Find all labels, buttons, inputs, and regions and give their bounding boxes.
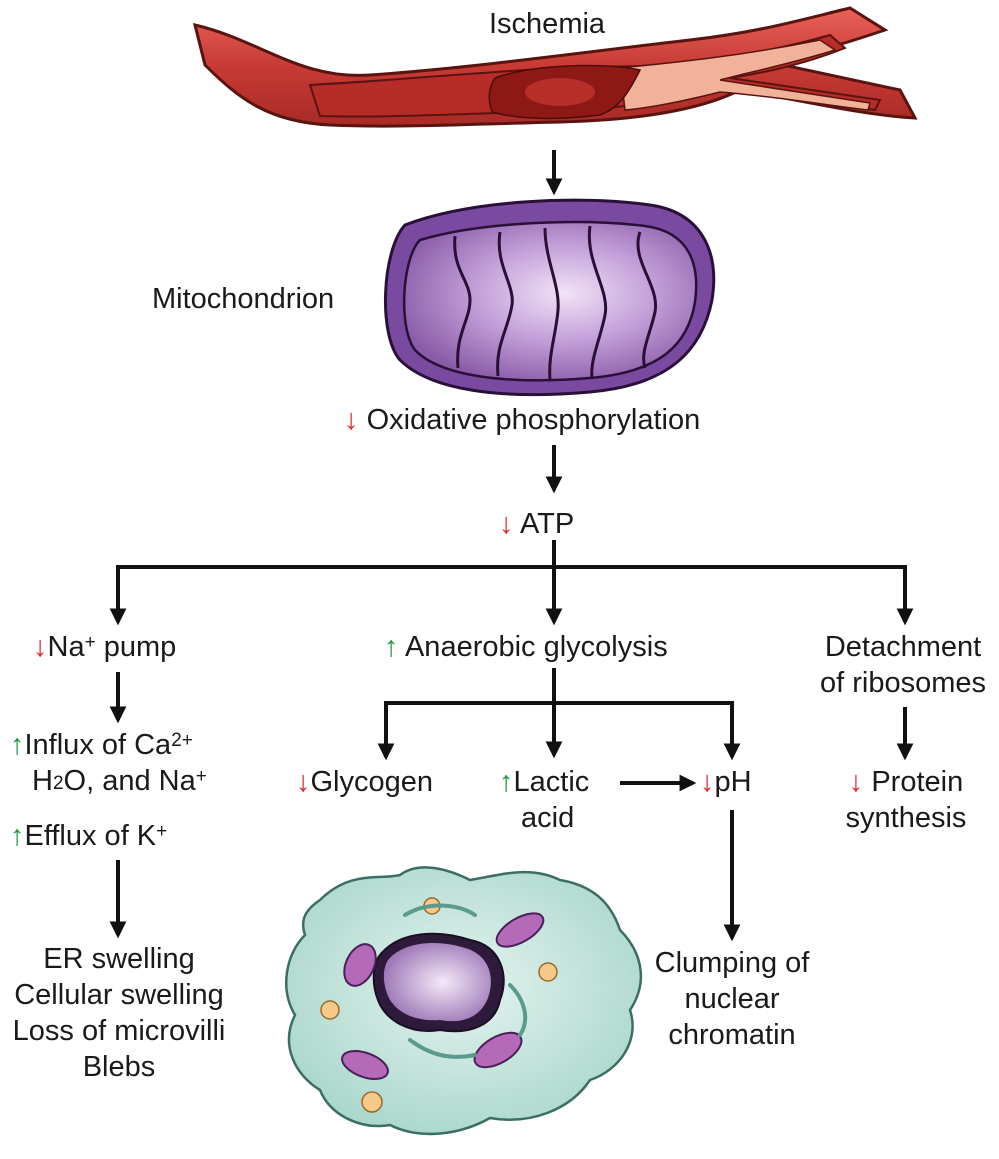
pump-text: pump bbox=[95, 631, 177, 663]
er-effect-item: ER swelling bbox=[43, 943, 195, 975]
flow-connectors bbox=[109, 150, 914, 942]
h2o-h: H bbox=[32, 765, 53, 797]
acid-text: acid bbox=[521, 802, 575, 834]
na-charge: + bbox=[84, 632, 96, 653]
mitochondrion-label: Mitochondrion bbox=[152, 283, 335, 315]
ischemia-label: Ischemia bbox=[489, 8, 606, 40]
increase-arrow-icon: ↑ bbox=[384, 631, 399, 663]
ph-label: ↓pH bbox=[700, 764, 752, 800]
glycogen-text: Glycogen bbox=[310, 766, 434, 798]
k-charge: + bbox=[156, 821, 168, 842]
anaerobic-glycolysis-label: ↑ Anaerobic glycolysis bbox=[384, 629, 668, 665]
chromatin-clumping-label: Clumping of nuclear chromatin bbox=[636, 945, 828, 1053]
detachment-line-2: of ribosomes bbox=[819, 667, 986, 699]
detachment-line-1: Detachment bbox=[824, 631, 982, 663]
efflux-label: ↑Efflux of K+ bbox=[10, 818, 167, 854]
na-pump-label: ↓Na+ pump bbox=[33, 629, 176, 665]
increase-arrow-icon: ↑ bbox=[499, 766, 514, 798]
influx-text: Influx of Ca bbox=[24, 729, 172, 761]
oxphos-label: ↓ Oxidative phosphorylation bbox=[344, 402, 700, 438]
increase-arrow-icon: ↑ bbox=[10, 729, 25, 761]
na-charge-2: + bbox=[195, 766, 207, 787]
decrease-arrow-icon: ↓ bbox=[499, 508, 514, 540]
glycogen-label: ↓Glycogen bbox=[296, 764, 433, 800]
h2o-rest: O, and Na bbox=[63, 765, 196, 797]
er-effects-list: ER swelling Cellular swelling Loss of mi… bbox=[0, 941, 238, 1085]
increase-arrow-icon: ↑ bbox=[10, 820, 25, 852]
decrease-arrow-icon: ↓ bbox=[33, 631, 48, 663]
ca-charge: 2+ bbox=[171, 730, 193, 751]
mitochondrion-illustration bbox=[383, 198, 716, 397]
lactic-acid-label: ↑Lactic acid bbox=[499, 764, 589, 836]
er-effect-item: Blebs bbox=[82, 1051, 156, 1083]
na-text: Na bbox=[47, 631, 85, 663]
anaerobic-text: Anaerobic glycolysis bbox=[404, 631, 668, 663]
clumping-line: nuclear bbox=[684, 983, 780, 1015]
protein-text: Protein bbox=[871, 766, 964, 798]
atp-label: ↓ ATP bbox=[499, 506, 574, 542]
lactic-text: Lactic bbox=[513, 766, 590, 798]
protein-synthesis-label: ↓ Protein synthesis bbox=[820, 764, 992, 836]
efflux-text: Efflux of K bbox=[24, 820, 157, 852]
blood-vessel-illustration bbox=[192, 6, 918, 128]
cell-illustration bbox=[285, 866, 643, 1136]
synthesis-text: synthesis bbox=[845, 802, 967, 834]
h2o-subscript: 2 bbox=[52, 773, 64, 794]
clumping-line: Clumping of bbox=[654, 947, 810, 979]
ph-text: pH bbox=[714, 766, 752, 798]
clumping-line: chromatin bbox=[668, 1019, 796, 1051]
decrease-arrow-icon: ↓ bbox=[848, 766, 864, 798]
er-effect-item: Loss of microvilli bbox=[12, 1015, 226, 1047]
decrease-arrow-icon: ↓ bbox=[296, 766, 311, 798]
decrease-arrow-icon: ↓ bbox=[344, 404, 359, 436]
detachment-label: Detachment of ribosomes bbox=[808, 629, 998, 701]
influx-label: ↑Influx of Ca2+ H2O, and Na+ bbox=[10, 727, 207, 799]
oxphos-text: Oxidative phosphorylation bbox=[366, 404, 701, 436]
decrease-arrow-icon: ↓ bbox=[700, 766, 715, 798]
atp-text: ATP bbox=[519, 508, 575, 540]
er-effect-item: Cellular swelling bbox=[14, 979, 224, 1011]
